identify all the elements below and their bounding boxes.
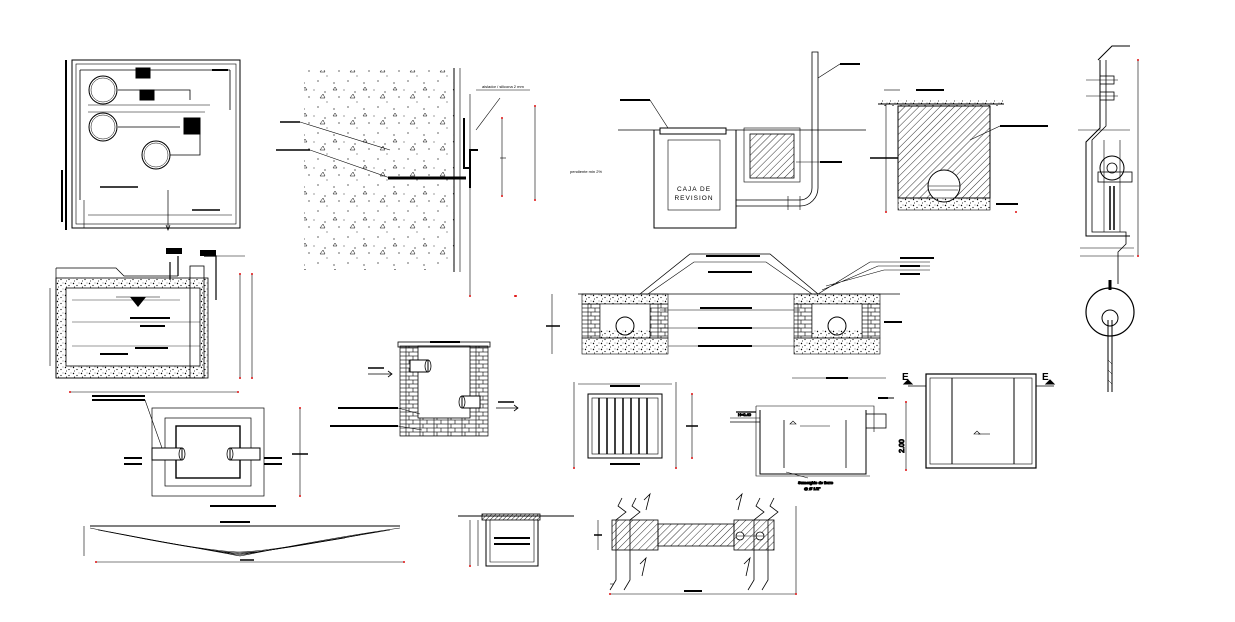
beam-break-detail bbox=[594, 492, 797, 595]
wall-insulation-detail: aislador / silicona 2 mm bbox=[276, 68, 536, 297]
slope-note: pendiente min 2% bbox=[570, 169, 602, 174]
trap-plan: E E bbox=[902, 372, 1056, 469]
double-trench-section bbox=[515, 253, 934, 355]
inspection-box-section: CAJA DE REVISION pendiente min 2% bbox=[570, 51, 866, 229]
brick-manhole-section bbox=[330, 341, 519, 437]
grate-note-2: @ Ø 1/2" bbox=[804, 486, 821, 491]
pipe-hanger-detail bbox=[1078, 45, 1139, 392]
tank-section bbox=[49, 248, 253, 393]
grease-trap-section: 2.00 Sumergido de fierro @ Ø 1/2" H=0.40 bbox=[730, 377, 907, 492]
channel-section bbox=[458, 513, 574, 567]
caja-label-1: CAJA DE bbox=[677, 186, 711, 193]
registry-box-plan bbox=[92, 395, 308, 507]
grate-note-1: Sumergido de fierro bbox=[798, 480, 834, 485]
buried-chamber-section bbox=[870, 89, 1048, 213]
grate-plan bbox=[573, 382, 698, 469]
slope-profile bbox=[83, 521, 405, 563]
section-mark-left: E bbox=[902, 372, 909, 383]
tank-level-label: H=0.40 bbox=[738, 412, 752, 417]
tank-room-plan bbox=[61, 59, 241, 231]
wall-note: aislador / silicona 2 mm bbox=[482, 84, 524, 89]
caja-label-2: REVISION bbox=[674, 195, 713, 202]
section-mark-right: E bbox=[1042, 372, 1049, 383]
dim-2-00: 2.00 bbox=[899, 439, 906, 453]
